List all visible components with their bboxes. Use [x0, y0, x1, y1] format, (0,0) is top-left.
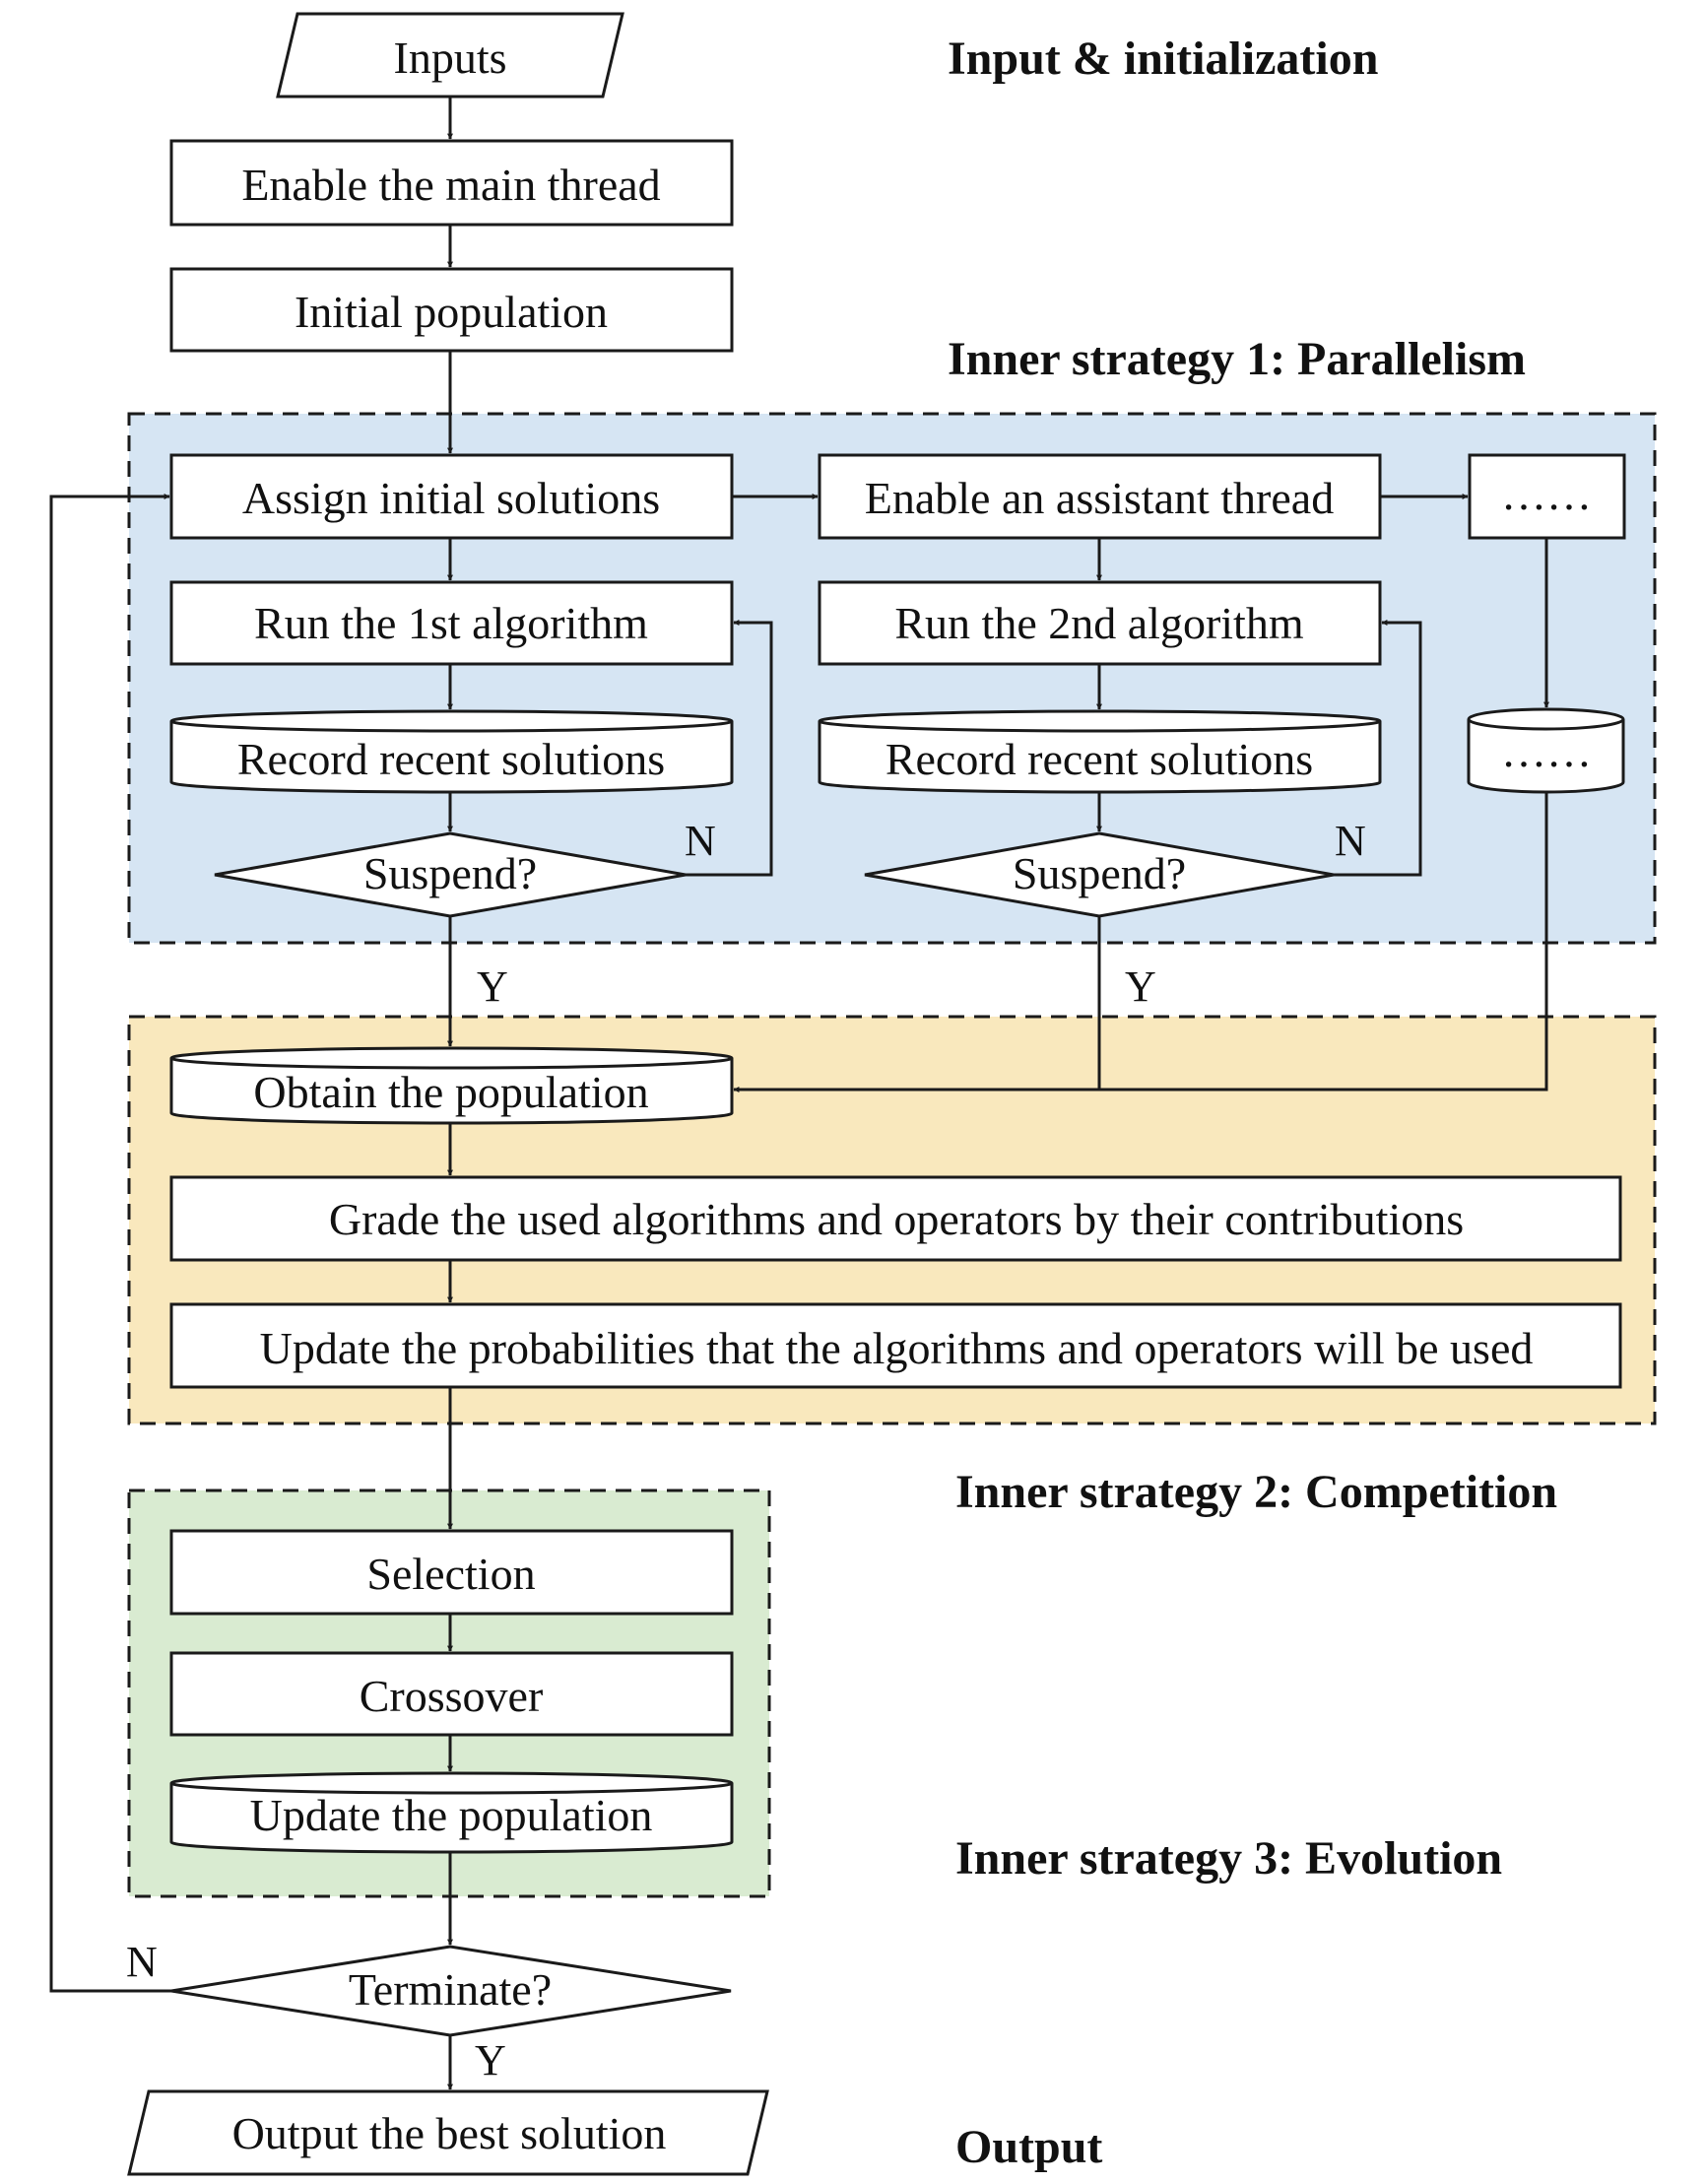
node-more-threads: …… — [1468, 453, 1626, 540]
svg-text:Terminate?: Terminate? — [349, 1964, 552, 2015]
node-suspend-2: Suspend? — [864, 831, 1335, 918]
node-run-1st-algorithm: Run the 1st algorithm — [169, 580, 734, 666]
svg-text:Record recent solutions: Record recent solutions — [237, 734, 665, 784]
svg-text:Run the 2nd algorithm: Run the 2nd algorithm — [894, 598, 1303, 648]
node-record-recent-solutions-2: Record recent solutions — [818, 709, 1382, 794]
svg-text:Enable an assistant thread: Enable an assistant thread — [865, 473, 1334, 523]
node-update-probabilities: Update the probabilities that the algori… — [169, 1302, 1622, 1389]
svg-text:Output the best solution: Output the best solution — [232, 2108, 667, 2158]
svg-text:……: …… — [1501, 726, 1592, 776]
edge-label-suspend1-yes: Y — [477, 962, 508, 1011]
node-enable-assistant-thread: Enable an assistant thread — [818, 453, 1382, 540]
svg-text:Suspend?: Suspend? — [1013, 848, 1186, 898]
node-run-2nd-algorithm: Run the 2nd algorithm — [818, 580, 1382, 666]
edge-label-suspend2-no: N — [1335, 817, 1366, 865]
svg-text:Initial population: Initial population — [295, 287, 608, 337]
node-obtain-population: Obtain the population — [169, 1046, 734, 1125]
node-selection: Selection — [169, 1529, 734, 1616]
svg-text:Selection: Selection — [366, 1549, 535, 1599]
edge-label-suspend1-no: N — [685, 817, 716, 865]
node-suspend-1: Suspend? — [214, 831, 687, 918]
edge-label-suspend2-yes: Y — [1125, 962, 1156, 1011]
svg-text:Obtain the population: Obtain the population — [253, 1067, 648, 1117]
connectors — [49, 97, 1549, 2090]
edge-label-terminate-yes: Y — [475, 2036, 506, 2085]
svg-text:Assign initial solutions: Assign initial solutions — [242, 473, 660, 523]
node-output-best-solution: Output the best solution — [127, 2089, 769, 2176]
node-record-more-threads: …… — [1467, 707, 1625, 794]
svg-text:Crossover: Crossover — [360, 1671, 544, 1721]
svg-text:Run the 1st algorithm: Run the 1st algorithm — [254, 598, 648, 648]
node-initial-population: Initial population — [169, 267, 734, 353]
svg-text:Inputs: Inputs — [394, 33, 507, 83]
node-crossover: Crossover — [169, 1651, 734, 1737]
section-title-parallelism: Inner strategy 1: Parallelism — [948, 333, 1526, 385]
svg-text:Update the population: Update the population — [250, 1790, 653, 1840]
svg-text:Suspend?: Suspend? — [363, 848, 537, 898]
section-title-evolution: Inner strategy 3: Evolution — [955, 1832, 1502, 1885]
edge-label-terminate-no: N — [126, 1938, 158, 1986]
svg-text:Update the probabilities that: Update the probabilities that the algori… — [260, 1323, 1534, 1373]
node-inputs: Inputs — [276, 12, 624, 99]
section-title-input-initialization: Input & initialization — [948, 33, 1378, 85]
svg-text:Grade the used algorithms and: Grade the used algorithms and operators … — [329, 1194, 1464, 1244]
node-terminate: Terminate? — [170, 1945, 732, 2037]
svg-text:Enable the main thread: Enable the main thread — [241, 160, 660, 210]
svg-text:Record recent solutions: Record recent solutions — [886, 734, 1313, 784]
section-title-competition: Inner strategy 2: Competition — [955, 1466, 1557, 1518]
svg-text:……: …… — [1501, 469, 1592, 519]
node-assign-initial-solutions: Assign initial solutions — [169, 453, 734, 540]
section-title-output: Output — [955, 2121, 1102, 2173]
node-record-recent-solutions-1: Record recent solutions — [169, 709, 734, 794]
node-enable-main-thread: Enable the main thread — [169, 139, 734, 227]
node-grade-algorithms: Grade the used algorithms and operators … — [169, 1175, 1622, 1262]
node-update-population: Update the population — [169, 1771, 734, 1854]
